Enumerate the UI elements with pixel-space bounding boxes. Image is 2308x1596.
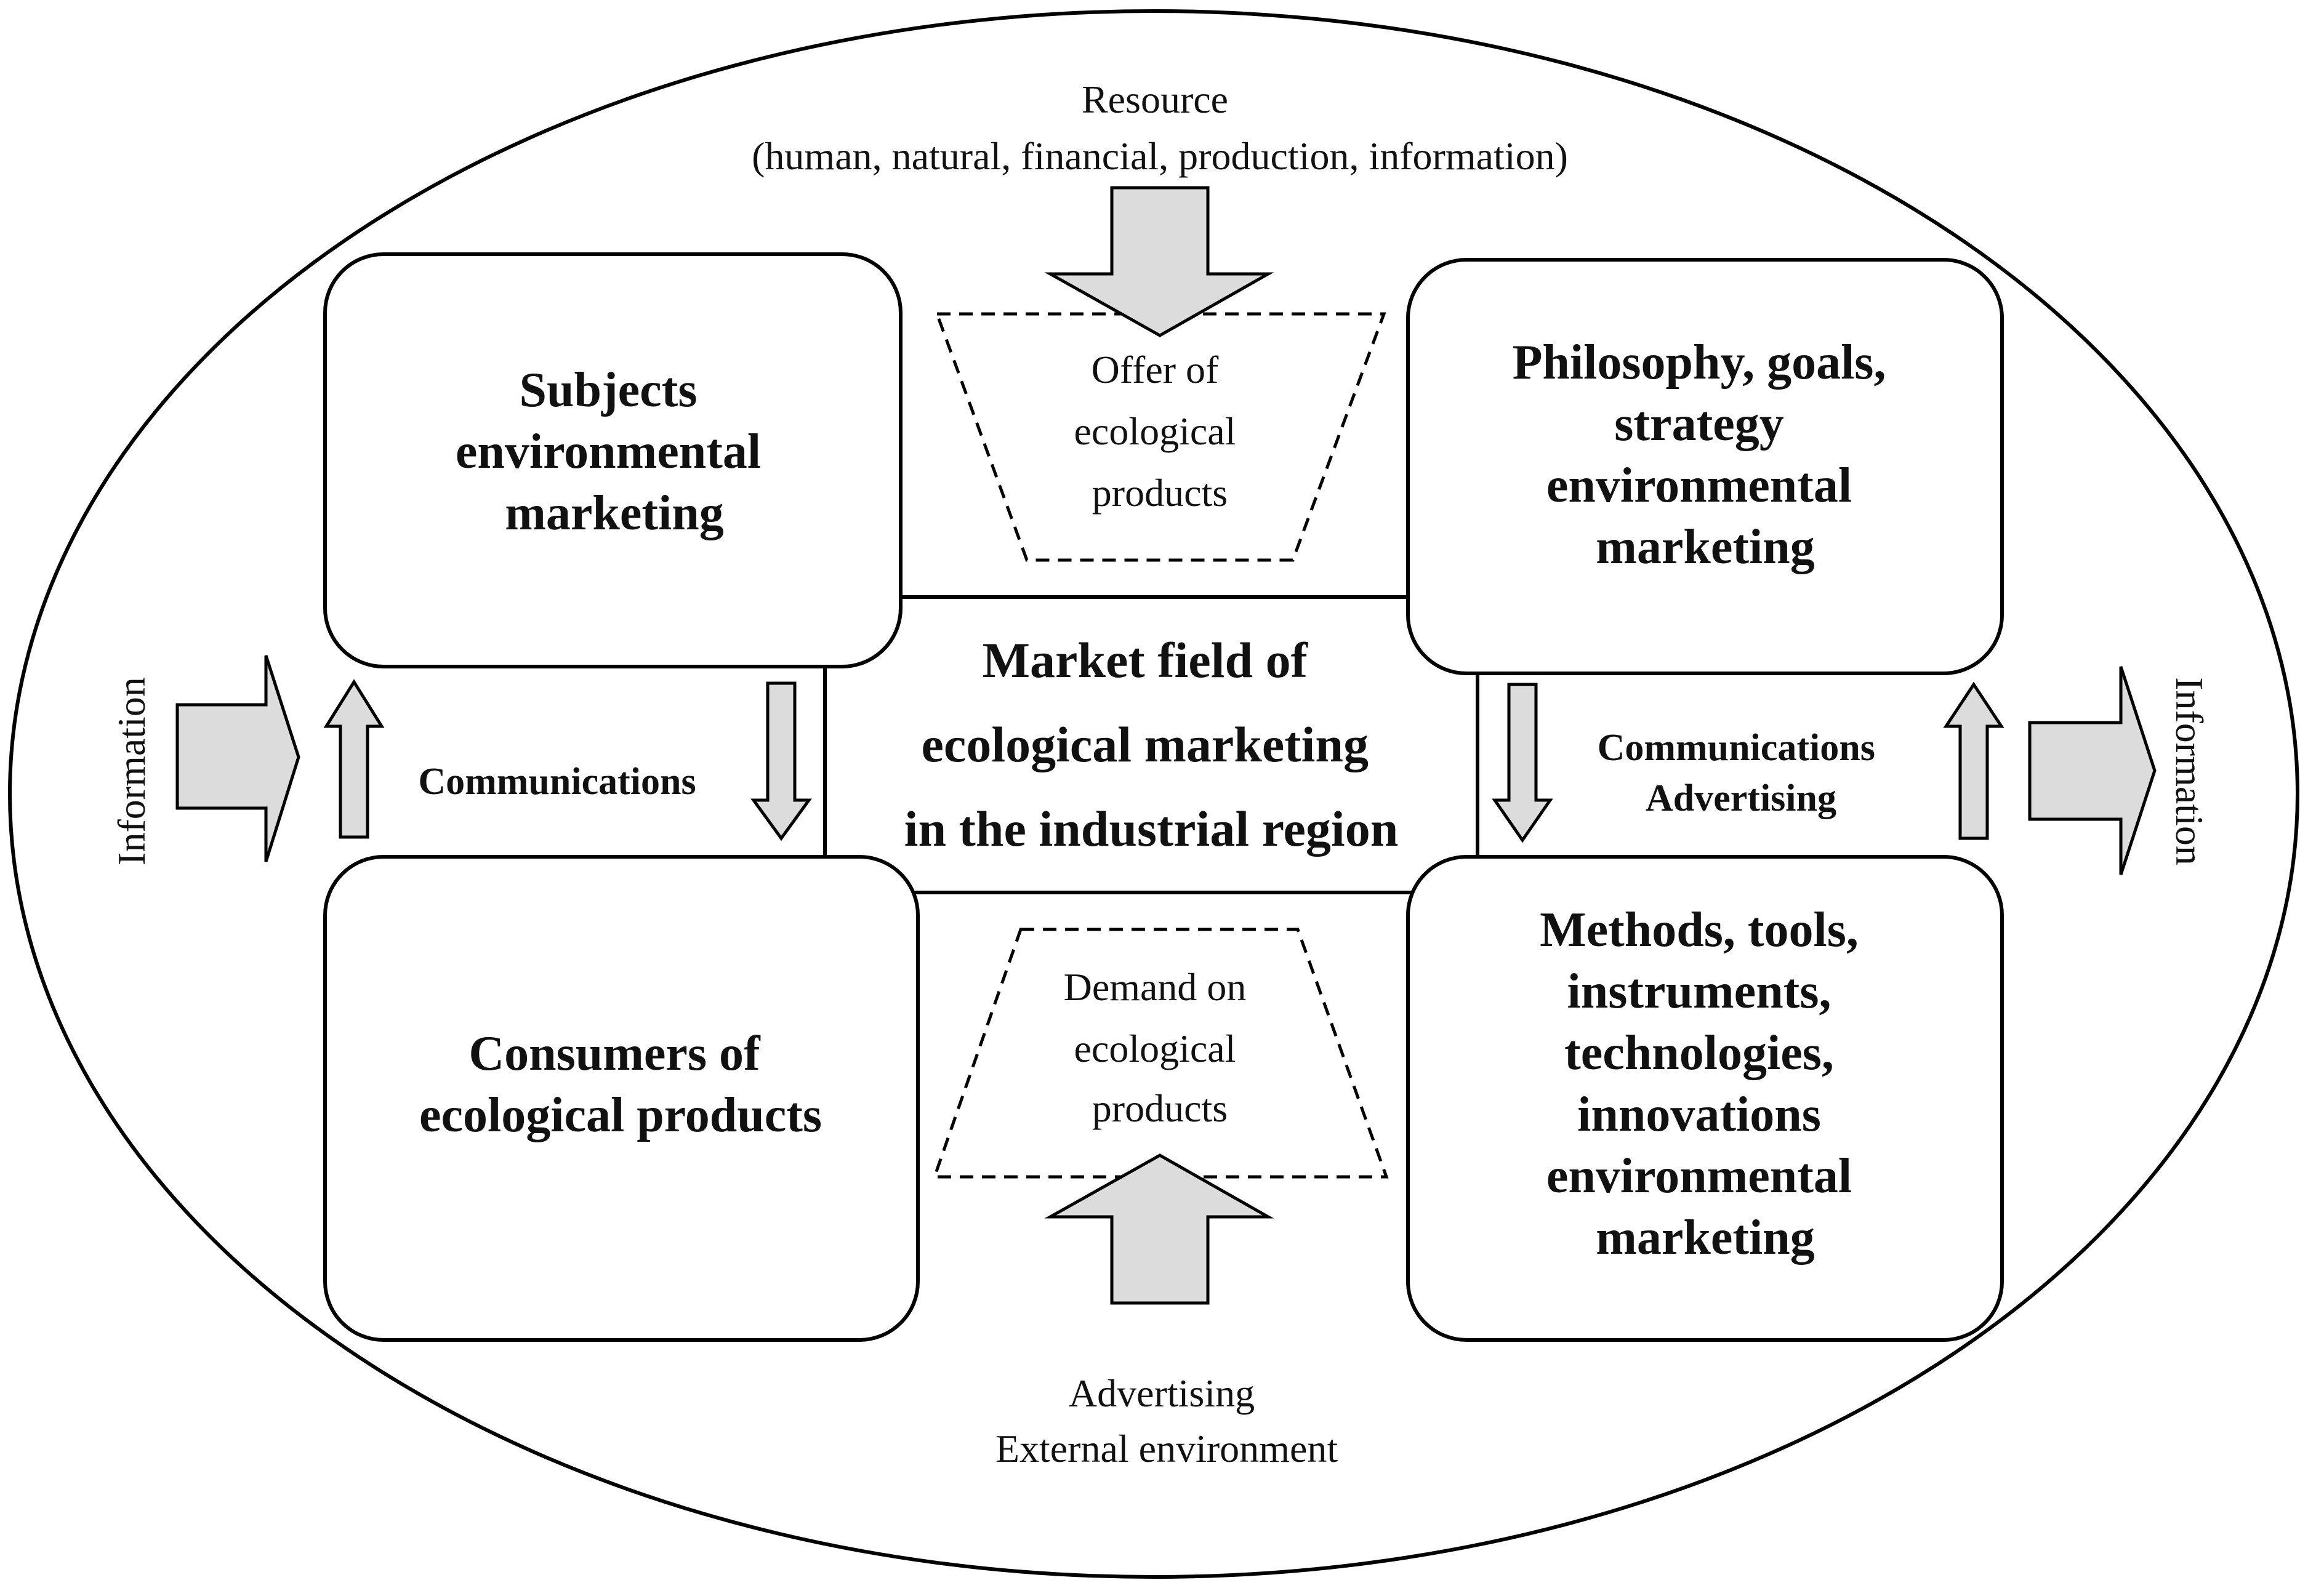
svg-text:Offer of ecological pr: Offer of ecological products [1074, 348, 1246, 515]
svg-text:Resource (human, natural,: Resource (human, natural, financial, pro… [752, 78, 1568, 178]
philosophy-line: environmental [1546, 459, 1852, 513]
consumers-line: Consumers of [468, 1027, 761, 1081]
svg-text:Consumers of ecological pr: Consumers of ecological products [419, 1027, 822, 1142]
consumers-line: ecological products [419, 1088, 822, 1142]
information-right-label: Information [2168, 677, 2211, 865]
demand-line: products [1092, 1086, 1228, 1130]
advertising-right-label: Advertising [1646, 777, 1836, 819]
bottom-advertising: Advertising [1069, 1371, 1255, 1415]
svg-text:Philosophy, goals, strateg: Philosophy, goals, strategy environmenta… [1513, 335, 1899, 574]
communications-up-arrow-right [1943, 681, 2004, 840]
subjects-line: Subjects [520, 363, 698, 417]
bottom-external-environment: External environment [995, 1427, 1338, 1470]
philosophy-line: strategy [1614, 397, 1783, 451]
communications-down-arrow-left [750, 681, 812, 841]
demand-line: Demand on [1064, 965, 1247, 1009]
resource-down-arrow [1044, 186, 1274, 337]
communications-up-arrow-left [323, 679, 385, 839]
svg-text:Communications Advertising: Communications Advertising [1598, 727, 1885, 819]
offer-trapezoid [935, 312, 1386, 562]
information-left-label: Information [110, 677, 153, 865]
resource-title: Resource [1082, 78, 1228, 121]
market-field-line: in the industrial region [904, 801, 1399, 857]
philosophy-line: Philosophy, goals, [1513, 335, 1886, 390]
resource-list: (human, natural, financial, production, … [752, 134, 1568, 178]
communications-left-label: Communications [418, 761, 696, 803]
offer-line: ecological [1074, 409, 1236, 453]
philosophy-box [1406, 258, 2004, 675]
methods-box [1406, 855, 2004, 1342]
methods-line: instruments, [1567, 964, 1832, 1019]
subjects-line: environmental [456, 425, 761, 479]
svg-text:Market field of ecological: Market field of ecological marketing in … [904, 632, 1399, 857]
svg-text:Methods, tools, instrument: Methods, tools, instruments, technologie… [1540, 903, 1871, 1265]
demand-line: ecological [1074, 1027, 1236, 1070]
svg-text:Advertising External envir: Advertising External environment [995, 1371, 1338, 1470]
methods-line: environmental [1546, 1149, 1852, 1203]
svg-text:Subjects environmental: Subjects environmental marketing [456, 363, 773, 540]
market-field-line: Market field of [983, 632, 1309, 688]
communications-down-arrow-right [1492, 683, 1553, 843]
methods-line: marketing [1596, 1211, 1815, 1265]
demand-trapezoid [932, 928, 1389, 1179]
market-field-box [823, 595, 1479, 894]
offer-line: Offer of [1092, 348, 1219, 391]
svg-text:Demand on ecological p: Demand on ecological products [1064, 965, 1257, 1130]
methods-line: technologies, [1564, 1026, 1834, 1080]
philosophy-line: marketing [1596, 520, 1815, 574]
information-left-arrow [175, 655, 300, 862]
methods-line: Methods, tools, [1540, 903, 1859, 957]
subjects-box [323, 252, 903, 668]
communications-right-label: Communications [1598, 727, 1875, 769]
subjects-line: marketing [505, 486, 724, 540]
offer-line: products [1092, 471, 1228, 515]
advertising-up-arrow [1044, 1153, 1274, 1305]
methods-line: innovations [1577, 1088, 1821, 1142]
consumers-box [323, 855, 920, 1342]
information-right-arrow [2028, 666, 2157, 875]
market-field-line: ecological marketing [922, 716, 1369, 772]
